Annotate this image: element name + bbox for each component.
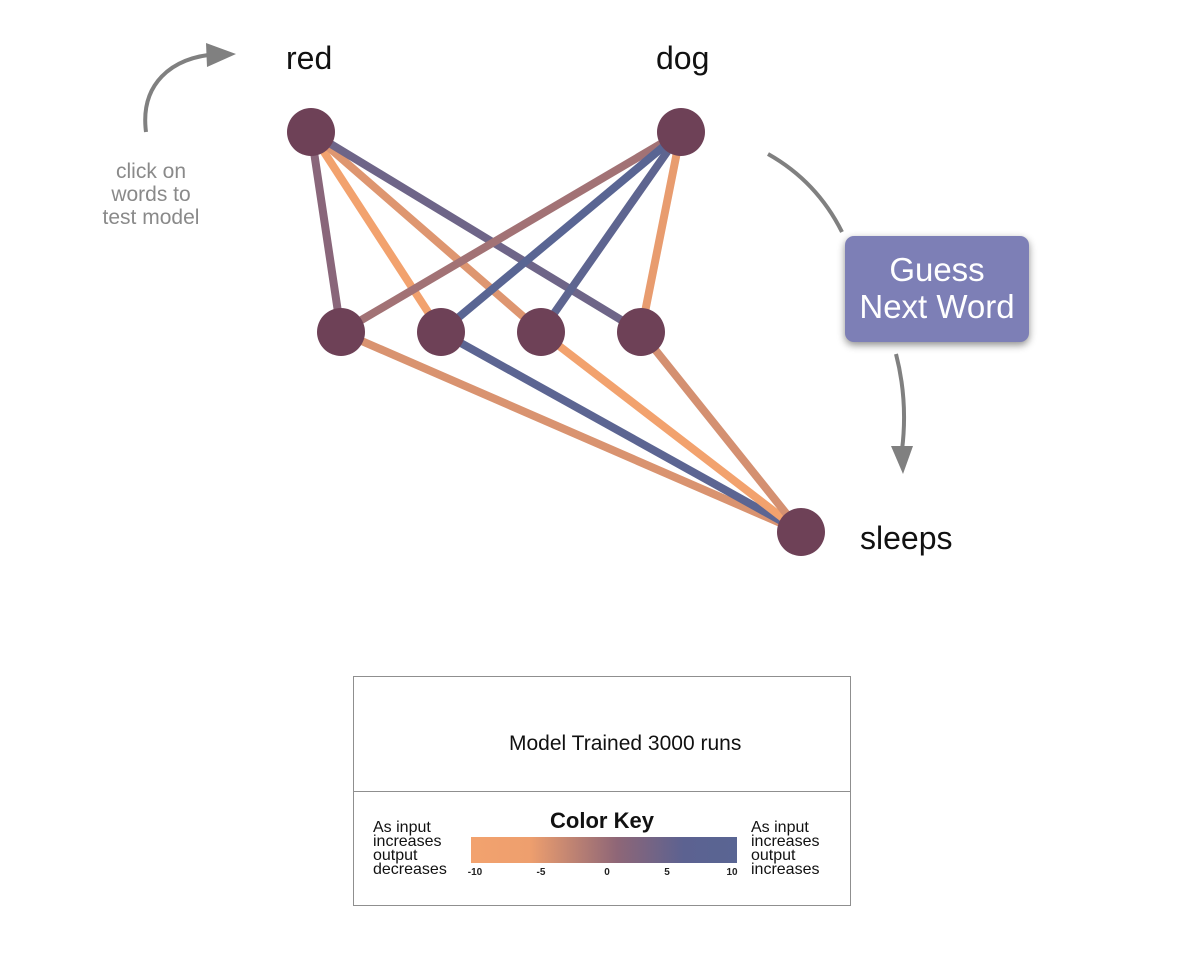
hint-line: click on bbox=[115, 160, 187, 183]
curved-arrow-icon bbox=[767, 152, 844, 233]
color-key-left-caption: As input increases output decreases bbox=[373, 819, 447, 878]
color-key-title: Color Key bbox=[550, 808, 654, 833]
caption-line: decreases bbox=[373, 861, 447, 878]
arrowhead-icon bbox=[891, 446, 913, 474]
input-word-dog[interactable]: dog bbox=[656, 40, 710, 76]
caption-line: As input bbox=[373, 819, 431, 836]
guess-button-label: Guess bbox=[889, 251, 985, 288]
arrowhead-icon bbox=[206, 43, 236, 67]
training-status-section: Model Trained 3000 runs bbox=[354, 677, 850, 792]
model-panel: Model Trained 3000 runs Color Key As inp… bbox=[353, 676, 851, 906]
connection-input-hidden bbox=[338, 128, 684, 336]
connection-hidden-output bbox=[439, 328, 803, 536]
caption-line: increases bbox=[751, 861, 820, 878]
connection-input-hidden bbox=[308, 128, 544, 336]
connection-input-hidden bbox=[537, 129, 685, 335]
curved-arrow-icon bbox=[894, 353, 906, 451]
curved-arrow-icon bbox=[143, 52, 219, 133]
connection-hidden-output bbox=[538, 328, 804, 536]
output-word-sleeps: sleeps bbox=[860, 520, 953, 556]
caption-line: increases bbox=[373, 833, 442, 850]
caption-line: As input bbox=[751, 819, 809, 836]
connection-input-hidden bbox=[307, 131, 345, 333]
caption-line: output bbox=[373, 847, 418, 864]
connection-hidden-output bbox=[637, 329, 805, 535]
guess-button-label: Next Word bbox=[859, 288, 1015, 325]
input-node-dog[interactable] bbox=[657, 108, 705, 156]
caption-line: output bbox=[751, 847, 796, 864]
color-key-tick: 0 bbox=[604, 867, 610, 878]
color-key-tick: -5 bbox=[536, 867, 546, 878]
connection-input-hidden bbox=[307, 129, 445, 335]
hidden-node bbox=[417, 308, 465, 356]
guess-next-word-button[interactable]: Guess Next Word bbox=[845, 236, 1029, 342]
connection-input-hidden bbox=[637, 131, 685, 333]
connection-input-hidden bbox=[438, 128, 684, 336]
color-key-tick: 10 bbox=[726, 867, 738, 878]
color-key-right-caption: As input increases output increases bbox=[751, 819, 820, 878]
connection-hidden-output bbox=[339, 328, 803, 536]
hidden-node bbox=[517, 308, 565, 356]
input-word-red[interactable]: red bbox=[286, 40, 333, 76]
connection-input-hidden bbox=[308, 128, 644, 336]
hint-line: test model bbox=[102, 206, 200, 229]
color-key-gradient bbox=[471, 837, 737, 863]
instruction-hint: click on words to test model bbox=[86, 160, 216, 229]
hidden-node bbox=[617, 308, 665, 356]
hidden-node bbox=[317, 308, 365, 356]
output-node-sleeps bbox=[777, 508, 825, 556]
input-node-red[interactable] bbox=[287, 108, 335, 156]
caption-line: increases bbox=[751, 833, 820, 850]
color-key-tick: -10 bbox=[467, 867, 483, 878]
color-key-tick: 5 bbox=[664, 867, 670, 878]
training-status: Model Trained 3000 runs bbox=[509, 732, 742, 755]
hint-line: words to bbox=[111, 183, 191, 206]
